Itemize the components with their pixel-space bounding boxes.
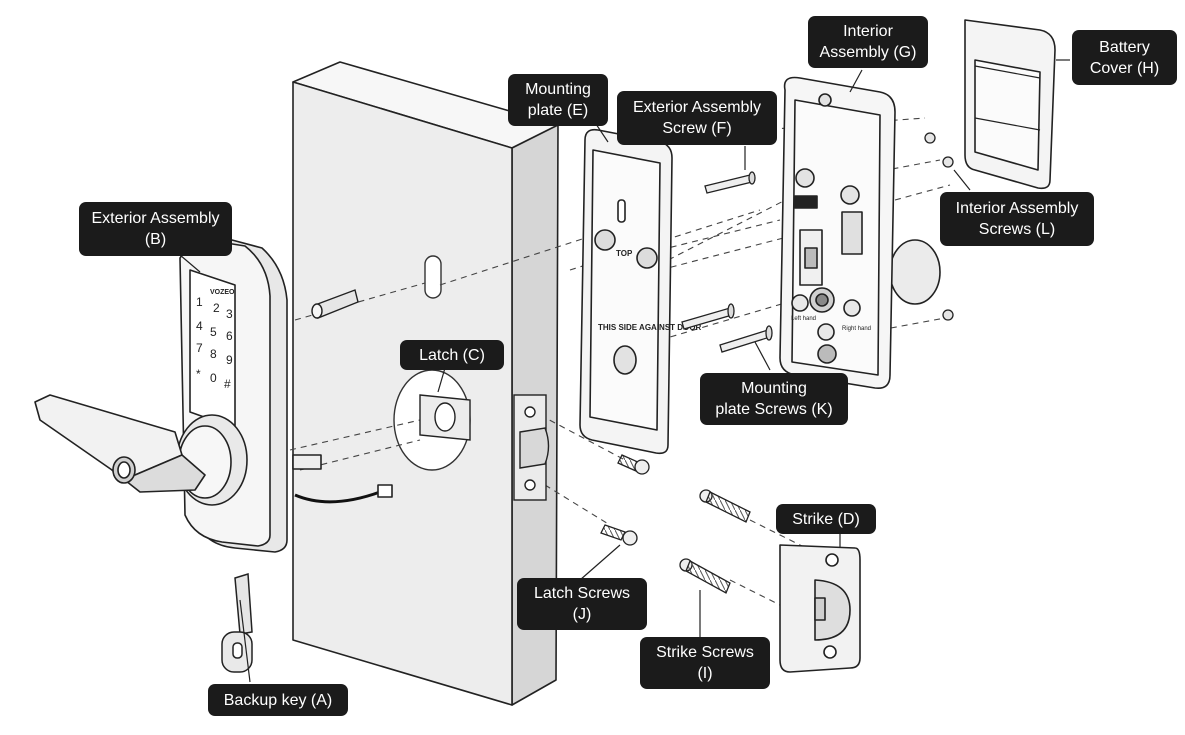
key-star: * (196, 367, 201, 381)
keypad-brand: VOZEO (210, 289, 235, 296)
callout-strike-screws: Strike Screws (I) (640, 637, 770, 689)
callout-mounting-plate-screws: Mounting plate Screws (K) (700, 373, 848, 425)
plate-top-mark: TOP (616, 249, 633, 258)
exterior-assembly: VOZEO 1 2 3 4 5 6 7 8 9 * 0 # (34, 238, 393, 553)
key-4: 4 (196, 319, 203, 333)
key-0: 0 (210, 371, 217, 385)
cable-connector (377, 484, 393, 498)
cable (294, 490, 381, 504)
post-stud (311, 289, 359, 319)
strike-screws (679, 489, 751, 594)
key-8: 8 (210, 347, 217, 361)
mounting-plate: TOP THIS SIDE AGAINST DOOR (579, 128, 701, 455)
callout-interior-assembly: Interior Assembly (G) (808, 16, 928, 68)
key-2: 2 (213, 301, 220, 315)
key-9: 9 (226, 353, 233, 367)
callout-interior-assembly-screws: Interior Assembly Screws (L) (940, 192, 1094, 246)
spindle (292, 454, 322, 470)
interior-assembly-screws (924, 132, 954, 321)
callout-backup-key: Backup key (A) (208, 684, 348, 716)
left-hand-mark: Left hand (791, 316, 816, 322)
callout-exterior-assembly: Exterior Assembly (B) (79, 202, 232, 256)
keypad-keys: 1 2 3 4 5 6 7 8 9 * 0 # (196, 295, 233, 391)
callout-battery-cover: Battery Cover (H) (1072, 30, 1177, 85)
callout-strike: Strike (D) (776, 504, 876, 534)
thumb-turn (889, 239, 941, 305)
callout-exterior-assembly-screw: Exterior Assembly Screw (F) (617, 91, 777, 145)
callout-latch: Latch (C) (400, 340, 504, 370)
key-5: 5 (210, 325, 217, 339)
strike-plate (779, 544, 861, 673)
mounting-plate-screws (681, 303, 773, 353)
backup-key-illustration (221, 573, 253, 673)
key-3: 3 (226, 307, 233, 321)
callout-mounting-plate: Mounting plate (E) (508, 74, 608, 126)
door-slot (424, 255, 442, 299)
exterior-assembly-screw (704, 171, 756, 194)
interior-assembly: Left hand Right hand (779, 76, 941, 390)
latch-illustration (419, 394, 550, 501)
key-hash: # (224, 377, 231, 391)
battery-cover (964, 19, 1056, 190)
key-1: 1 (196, 295, 203, 309)
latch-screws (600, 454, 650, 546)
key-7: 7 (196, 341, 203, 355)
plate-side-mark: THIS SIDE AGAINST DOOR (598, 323, 701, 332)
key-6: 6 (226, 329, 233, 343)
callout-latch-screws: Latch Screws (J) (517, 578, 647, 630)
right-hand-mark: Right hand (842, 326, 871, 332)
